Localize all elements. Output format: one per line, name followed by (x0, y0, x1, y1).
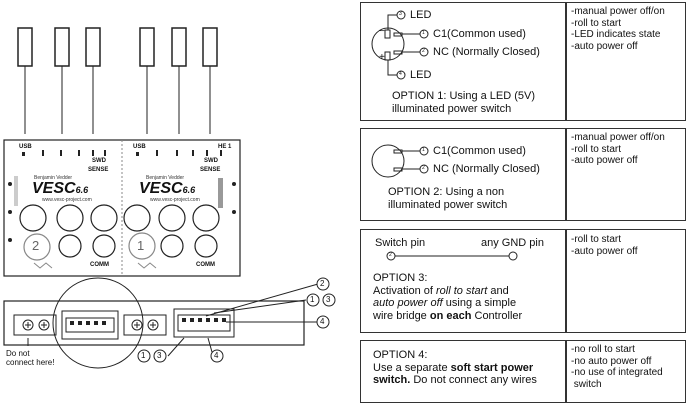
opt2-nc: NC (Normally Closed) (433, 163, 540, 175)
opt3-switch-pin: Switch pin (375, 237, 426, 249)
callout-2: 2 (320, 279, 325, 288)
option3-diagram-cell (360, 229, 566, 333)
opt3-features: -roll to start -auto power off (571, 234, 638, 257)
author-label-2: Benjamin Vedder (146, 175, 185, 181)
opt3-pin2: 2 (389, 252, 392, 258)
swd-label-2: SWD (204, 158, 218, 164)
opt1-pin1: 1 (422, 30, 425, 36)
url-label: www.vesc-project.com (42, 197, 92, 203)
board-number-2: 2 (32, 238, 40, 253)
he-label: HE 1 (218, 144, 232, 150)
swd-label: SWD (92, 158, 106, 164)
opt1-c1: C1(Common used) (433, 28, 526, 40)
opt2-title: OPTION 2: Using a non illuminated power … (388, 186, 508, 211)
brand-logo: VESC6.6 (32, 180, 89, 197)
option3-features-cell (566, 229, 686, 333)
option4-diagram-cell (360, 340, 566, 403)
opt1-pin4: 4 (399, 71, 402, 77)
power-pads (19, 204, 220, 261)
opt4-features: -no roll to start -no auto power off -no… (571, 344, 663, 390)
opt1-plus: + (379, 52, 385, 63)
brand-logo-2: VESC6.6 (139, 180, 196, 197)
do-not-connect-note: Do not connect here! (6, 349, 55, 368)
opt1-pin2: 2 (422, 48, 425, 54)
author-label: Benjamin Vedder (34, 175, 73, 181)
opt2-c1: C1(Common used) (433, 145, 526, 157)
opt2-pin1: 1 (422, 147, 425, 153)
opt1-led-top: LED (410, 9, 432, 21)
opt4-description: OPTION 4: Use a separate soft start powe… (373, 349, 537, 387)
callout-3b: 3 (157, 351, 162, 360)
callout-1b: 1 (141, 351, 146, 360)
switch-leads (17, 27, 218, 134)
usb-label-2: USB (133, 144, 146, 150)
comm-label-2: COMM (196, 262, 215, 268)
connector-strip (3, 300, 305, 346)
callout-1: 1 (310, 295, 315, 304)
callout-4b: 4 (214, 351, 219, 360)
url-label-2: www.vesc-project.com (150, 197, 200, 203)
comm-label: COMM (90, 262, 109, 268)
option1-features-cell (566, 2, 686, 121)
opt3-description: OPTION 3: Activation of roll to start an… (373, 272, 523, 322)
opt1-pin3: 3 (399, 11, 402, 17)
opt2-pin2: 2 (422, 165, 425, 171)
callout-3: 3 (326, 295, 331, 304)
opt1-led-bottom: LED (410, 69, 432, 81)
opt1-features: -manual power off/on -roll to start -LED… (571, 6, 665, 52)
option2-features-cell (566, 128, 686, 221)
callout-4: 4 (320, 317, 325, 326)
board-header-pins (22, 150, 222, 156)
sense-label: SENSE (88, 167, 109, 173)
opt3-gnd-pin: any GND pin (481, 237, 544, 249)
opt1-minus: − (379, 26, 385, 37)
sense-label-2: SENSE (200, 167, 221, 173)
opt1-title: OPTION 1: Using a LED (5V) illuminated p… (392, 90, 536, 115)
opt1-nc: NC (Normally Closed) (433, 46, 540, 58)
usb-label: USB (19, 144, 32, 150)
opt2-features: -manual power off/on -roll to start -aut… (571, 132, 665, 166)
option4-features-cell (566, 340, 686, 403)
board-number-1: 1 (137, 238, 145, 253)
